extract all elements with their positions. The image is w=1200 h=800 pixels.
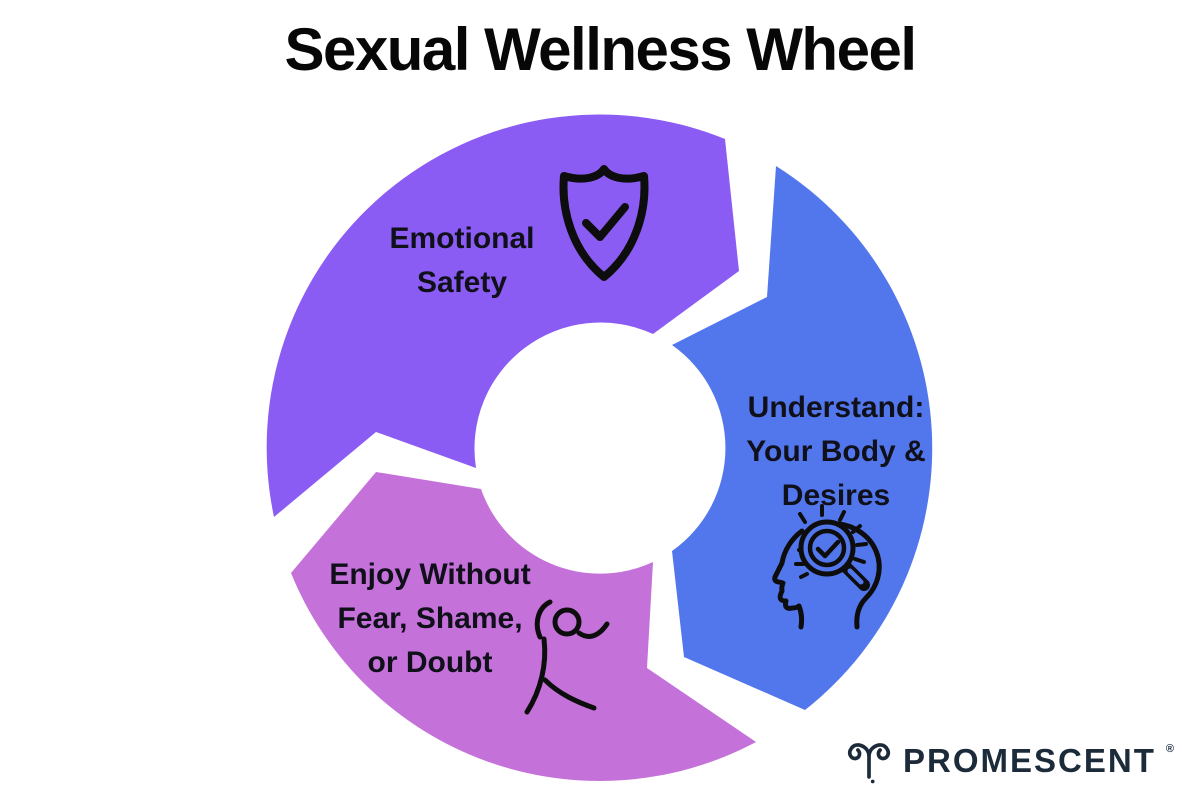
segment-enjoy-without-fear [291,472,756,781]
segment-emotional-safety [266,114,739,518]
brand-name: PROMESCENT [903,742,1156,779]
segment-understand-your-body [672,166,933,710]
shield-check-icon [559,165,649,281]
aries-ram-icon [847,743,891,784]
page-title: Sexual Wellness Wheel [284,16,918,83]
jumping-person-icon [524,599,610,715]
brand-logo: PROMESCENT ® [845,736,1174,788]
segment-label-emotional-safety: Emotional Safety [389,222,535,299]
segment-label-enjoy-without-fear: Enjoy Without Fear, Shame, or Doubt [329,558,531,679]
registered-trademark: ® [1165,743,1174,755]
segment-label-understand-your-body: Understand: Your Body & Desires [746,391,926,512]
head-magnifier-icon [772,504,882,630]
